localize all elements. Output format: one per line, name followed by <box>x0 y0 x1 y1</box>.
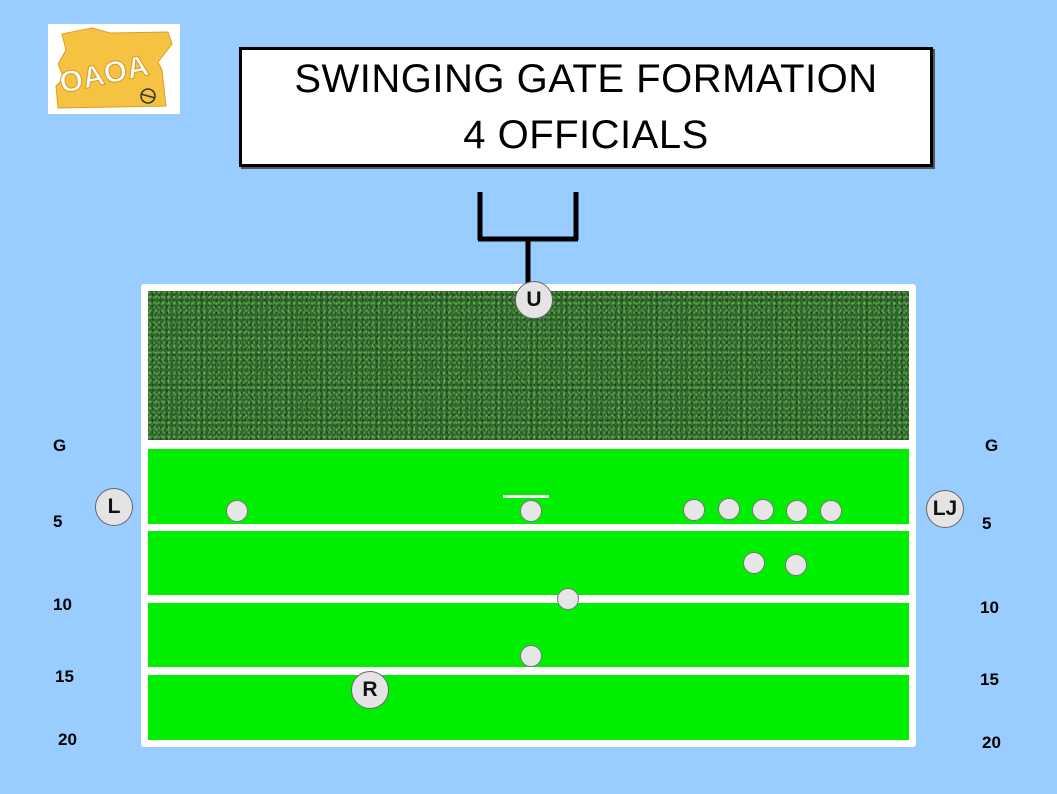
player-circle-icon <box>226 500 248 522</box>
official-linesman: L <box>95 488 133 526</box>
yard-label-left-10: 10 <box>53 595 72 614</box>
player-circle-icon <box>718 498 740 520</box>
player-circle-icon <box>557 588 579 610</box>
official-referee: R <box>351 671 389 709</box>
field-zone-15-20 <box>148 675 909 740</box>
player-circle-icon <box>743 552 765 574</box>
player-circle-icon <box>786 500 808 522</box>
yard-label-right-10: 10 <box>980 598 999 617</box>
yard-label-left-15: 15 <box>55 667 74 686</box>
player-circle-icon <box>752 499 774 521</box>
title-box: SWINGING GATE FORMATION 4 OFFICIALS <box>239 47 933 167</box>
oaoa-logo: OAOA <box>48 24 180 114</box>
official-umpire: U <box>515 281 553 319</box>
yard-label-right-20: 20 <box>982 733 1001 752</box>
player-circle-icon <box>520 645 542 667</box>
yard-label-left-5: 5 <box>53 512 63 531</box>
yard-label-right-15: 15 <box>980 670 999 689</box>
field-zone-5-10 <box>148 531 909 595</box>
official-line-judge: LJ <box>926 490 964 528</box>
title-line-2: 4 OFFICIALS <box>463 113 709 157</box>
yard-label-left-goal: G <box>53 436 67 455</box>
oregon-state-logo: OAOA <box>55 27 173 109</box>
yard-label-left-20: 20 <box>58 730 77 749</box>
player-circle-icon <box>520 500 542 522</box>
yard-label-right-goal: G <box>985 436 999 455</box>
title-line-1: SWINGING GATE FORMATION <box>294 57 878 101</box>
player-circle-icon <box>785 554 807 576</box>
player-circle-icon <box>820 500 842 522</box>
yard-label-right-5: 5 <box>982 514 992 533</box>
ball-spot-line <box>503 495 549 498</box>
player-circle-icon <box>683 499 705 521</box>
